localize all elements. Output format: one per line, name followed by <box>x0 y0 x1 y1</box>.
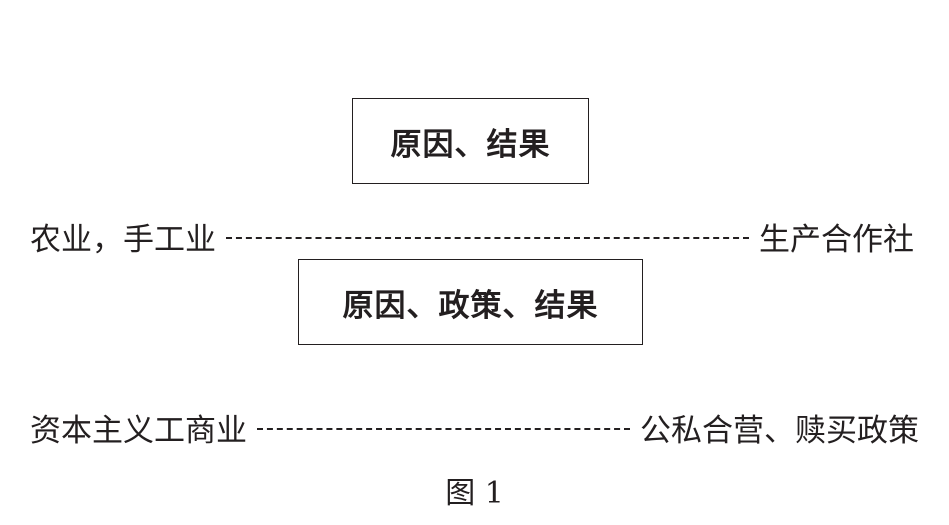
capitalism-row: 资本主义工商业 公私合营、赎买政策 <box>30 407 919 449</box>
bottom-box-label: 原因、政策、结果 <box>342 287 599 324</box>
capitalism-source-label: 资本主义工商业 <box>30 412 247 449</box>
figure-caption: 图 1 <box>445 476 504 511</box>
agriculture-dashed-line <box>226 237 749 239</box>
top-box: 原因、结果 <box>352 98 589 184</box>
capitalism-dashed-line <box>257 428 630 430</box>
capitalism-target-label: 公私合营、赎买政策 <box>640 412 919 449</box>
top-box-label: 原因、结果 <box>390 126 551 163</box>
agriculture-source-label: 农业，手工业 <box>30 221 216 258</box>
agriculture-target-label: 生产合作社 <box>759 221 914 258</box>
agriculture-row: 农业，手工业 生产合作社 <box>30 216 914 258</box>
bottom-box: 原因、政策、结果 <box>298 259 643 345</box>
